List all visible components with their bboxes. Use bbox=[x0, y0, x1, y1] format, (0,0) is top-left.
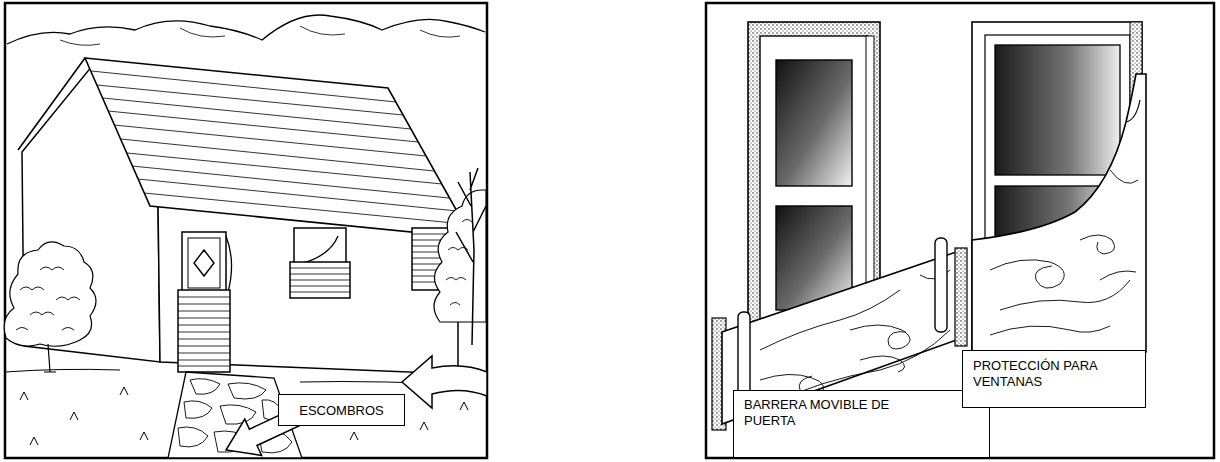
barrier-stake bbox=[738, 312, 750, 398]
roof-edge bbox=[18, 58, 85, 150]
curved-flow-arrow bbox=[402, 356, 487, 408]
label-box: ESCOMBROS bbox=[278, 394, 405, 426]
barrier-channel bbox=[955, 248, 967, 346]
roof bbox=[85, 58, 472, 238]
window-pane bbox=[188, 238, 220, 288]
tree-trunk bbox=[456, 168, 486, 345]
bush-stem bbox=[44, 344, 56, 372]
bush-texture bbox=[16, 267, 80, 330]
mountain-ridge bbox=[60, 26, 460, 45]
tree-foliage bbox=[434, 190, 486, 322]
window-boards bbox=[178, 290, 230, 372]
window-pane bbox=[995, 45, 1120, 175]
panel-frame bbox=[706, 3, 1214, 458]
bush bbox=[4, 242, 96, 346]
shutter-curl bbox=[300, 236, 338, 264]
barrier-stake bbox=[935, 238, 947, 332]
label-text: PROTECCIÓN PARA VENTANAS bbox=[973, 358, 1135, 390]
label-text: BARRERA MOVIBLE DE PUERTA bbox=[744, 397, 934, 429]
shutter-curl bbox=[226, 236, 232, 292]
wood-grain bbox=[990, 170, 1138, 335]
label-box: BARRERA MOVIBLE DE PUERTA bbox=[733, 390, 990, 458]
window-cover bbox=[972, 74, 1146, 352]
diamond-ornament bbox=[194, 250, 214, 276]
mountain-outline bbox=[7, 15, 485, 44]
board-lines bbox=[178, 297, 230, 366]
roof-shingles bbox=[91, 71, 464, 224]
panel-frame bbox=[5, 3, 487, 458]
window-frame bbox=[294, 228, 346, 264]
tree-texture bbox=[446, 220, 472, 306]
cover-curl bbox=[1126, 100, 1140, 122]
window-frame bbox=[182, 232, 226, 292]
window-boards bbox=[290, 262, 350, 298]
label-box: PROTECCIÓN PARA VENTANAS bbox=[962, 350, 1146, 408]
wood-grain bbox=[760, 270, 950, 405]
board-lines bbox=[290, 268, 350, 292]
door-pane bbox=[776, 60, 852, 186]
label-text: ESCOMBROS bbox=[299, 403, 384, 419]
